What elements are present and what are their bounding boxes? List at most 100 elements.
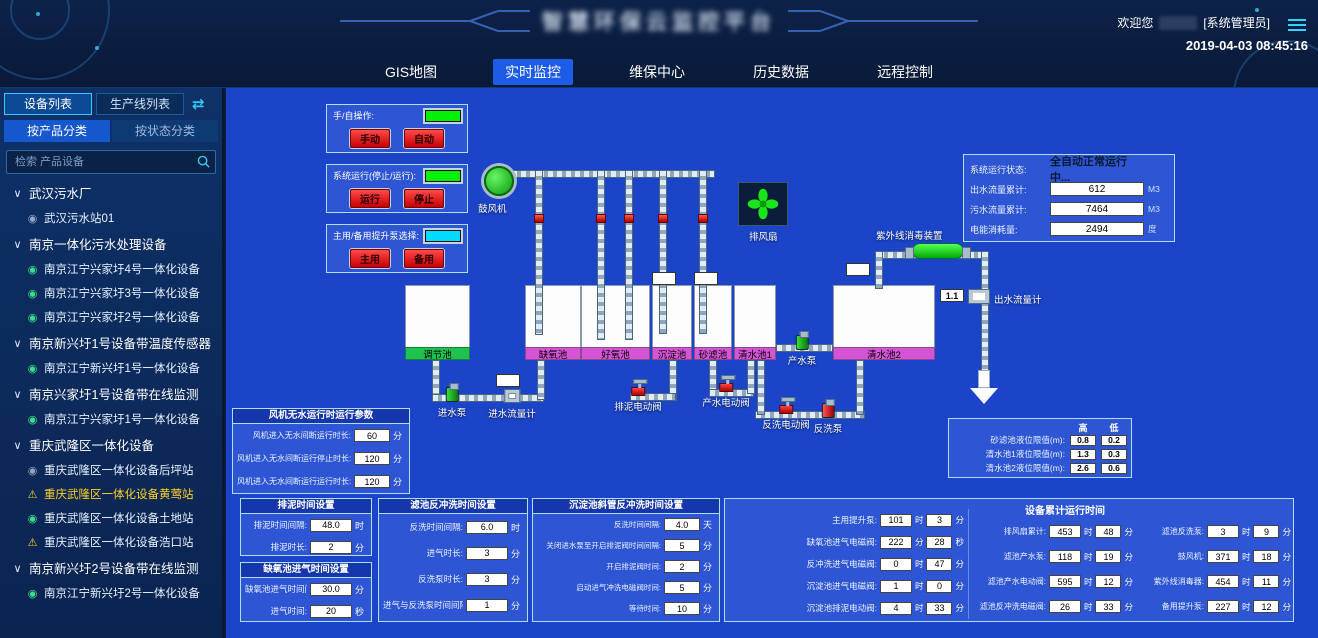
setting-input[interactable] bbox=[664, 602, 700, 615]
tree-item[interactable]: 南京新兴圩1号设备带温度传感器 bbox=[0, 329, 222, 356]
nav-item-label: 实时监控 bbox=[505, 64, 562, 80]
tree-item-icon bbox=[25, 212, 40, 225]
setting-input[interactable] bbox=[466, 572, 508, 586]
tree-item-icon bbox=[25, 287, 40, 300]
setting-unit: 分 bbox=[511, 600, 521, 611]
process-diagram: 调节池 缺氧池 好氧池 沉淀池 砂滤池 清水池1 清水池2 进水泵 进水流量计 bbox=[226, 88, 1318, 638]
setting-input[interactable] bbox=[310, 540, 352, 554]
tree-item[interactable]: 南京江宁兴家圩4号一体化设备 bbox=[0, 257, 222, 281]
tree-item[interactable]: 南京江宁新兴圩1号一体化设备 bbox=[0, 356, 222, 380]
equipment[interactable]: 进水泵 bbox=[438, 383, 466, 419]
equipment[interactable]: 排泥电动阀 bbox=[614, 379, 662, 413]
setting-label: 排泥时长: bbox=[270, 542, 307, 552]
setting-input[interactable] bbox=[310, 518, 352, 532]
level-high-value: 1.3 bbox=[1070, 448, 1096, 460]
setting-input[interactable] bbox=[664, 518, 700, 531]
setting-input[interactable] bbox=[466, 546, 508, 560]
tree-item[interactable]: 重庆武隆区一体化设备土地站 bbox=[0, 506, 222, 530]
level-low-value: 0.3 bbox=[1101, 448, 1127, 460]
nav-item[interactable]: 历史数据 bbox=[741, 59, 821, 85]
menu-icon[interactable] bbox=[1288, 16, 1306, 34]
auto-button[interactable]: 自动 bbox=[404, 129, 444, 148]
setting-input[interactable] bbox=[354, 452, 390, 465]
equipment[interactable]: 反洗电动阀 bbox=[762, 397, 810, 431]
tree-item[interactable]: 重庆武隆区一体化设备浩口站 bbox=[0, 530, 222, 554]
exhaust-fan-icon[interactable] bbox=[738, 182, 788, 226]
setting-unit: 分 bbox=[511, 574, 521, 585]
tree-item[interactable]: 南京新兴圩2号设备带在线监测 bbox=[0, 554, 222, 581]
search-icon[interactable] bbox=[197, 155, 210, 168]
backup-pump-button[interactable]: 备用 bbox=[404, 249, 444, 268]
equipment-icon bbox=[778, 397, 795, 414]
setting-row: 启动进气冲洗电磁阀时间: 分 bbox=[533, 577, 719, 598]
setting-input[interactable] bbox=[466, 520, 508, 534]
setting-input[interactable] bbox=[310, 604, 352, 618]
setting-input[interactable] bbox=[310, 582, 352, 596]
setting-input[interactable] bbox=[664, 539, 700, 552]
setting-input[interactable] bbox=[466, 598, 508, 612]
tree-item[interactable]: 南京江宁兴家圩2号一体化设备 bbox=[0, 305, 222, 329]
runtime-unit-2: 分 bbox=[1124, 526, 1133, 537]
tree-item[interactable]: 重庆武隆区一体化设备黄莺站 bbox=[0, 482, 222, 506]
stop-button[interactable]: 停止 bbox=[404, 189, 444, 208]
primary-pump-button[interactable]: 主用 bbox=[350, 249, 390, 268]
setting-input[interactable] bbox=[354, 475, 390, 488]
tree-item[interactable]: 南京一体化污水处理设备 bbox=[0, 230, 222, 257]
tab-device-list[interactable]: 设备列表 bbox=[4, 93, 92, 115]
setting-unit: 时 bbox=[511, 522, 521, 533]
nav-item[interactable]: GIS地图 bbox=[373, 59, 449, 85]
setting-input[interactable] bbox=[664, 581, 700, 594]
swap-icon[interactable]: ⇄ bbox=[192, 96, 205, 113]
equipment[interactable]: 产水泵 bbox=[788, 331, 816, 367]
setting-label: 关闭进水泵至开启排泥阀时间间隔: bbox=[546, 541, 661, 550]
tree-item[interactable]: 重庆武隆区一体化设备 bbox=[0, 431, 222, 458]
runtime-unit-1: 时 bbox=[1241, 551, 1251, 562]
runtime-value-1: 1 bbox=[879, 579, 912, 593]
runtime-label: 缺氧池进气电磁阀: bbox=[806, 537, 877, 547]
subtab-by-product[interactable]: 按产品分类 bbox=[4, 120, 110, 142]
setting-input[interactable] bbox=[354, 429, 390, 442]
tree-item[interactable]: 南京江宁新兴圩2号一体化设备 bbox=[0, 581, 222, 605]
setting-input[interactable] bbox=[664, 560, 700, 573]
equipment[interactable]: 产水电动阀 bbox=[702, 375, 750, 409]
tree-item-icon bbox=[25, 311, 40, 324]
nav-item[interactable]: 维保中心 bbox=[617, 59, 697, 85]
equipment[interactable]: 反洗泵 bbox=[814, 399, 842, 435]
runtime-value-1: 227 bbox=[1206, 600, 1239, 613]
runtime-value-2: 47 bbox=[926, 557, 953, 571]
tree-item[interactable]: 武汉污水站01 bbox=[0, 206, 222, 230]
nav-item[interactable]: 远程控制 bbox=[865, 59, 945, 85]
level-high-value: 0.8 bbox=[1070, 434, 1096, 446]
tab-production-line-list[interactable]: 生产线列表 bbox=[96, 93, 184, 115]
tree-item[interactable]: 武汉污水厂 bbox=[0, 179, 222, 206]
setting-row: 风机进入无水间断运行时长: 分 bbox=[233, 424, 409, 447]
tree-item-label: 南京江宁兴家圩3号一体化设备 bbox=[44, 288, 200, 300]
nav-item[interactable]: 实时监控 bbox=[493, 59, 574, 85]
title-area: 智慧环保云监控平台 bbox=[340, 6, 978, 36]
tree-item-icon bbox=[25, 512, 40, 525]
tree-item[interactable]: 重庆武隆区一体化设备后坪站 bbox=[0, 458, 222, 482]
setting-row: 反洗时间间隔: 天 bbox=[533, 514, 719, 535]
tree-item-label: 重庆武隆区一体化设备后坪站 bbox=[44, 465, 194, 477]
tree-item-icon bbox=[10, 438, 25, 452]
uv-device-icon[interactable] bbox=[905, 243, 971, 259]
level-limit-label: 清水池1液位限值(m): bbox=[985, 449, 1065, 459]
pipe-segment bbox=[747, 360, 755, 394]
tree-item[interactable]: 南京江宁兴家圩1号一体化设备 bbox=[0, 407, 222, 431]
panel-title: 沉淀池斜管反冲洗时间设置 bbox=[533, 499, 719, 514]
tree-item[interactable]: 南京兴家圩1号设备带在线监测 bbox=[0, 380, 222, 407]
blower-icon[interactable] bbox=[484, 166, 514, 196]
level-low-value: 0.2 bbox=[1101, 434, 1127, 446]
runtime-value-1: 371 bbox=[1206, 550, 1239, 563]
subtab-by-status[interactable]: 按状态分类 bbox=[112, 120, 218, 142]
search-input[interactable] bbox=[6, 150, 216, 174]
run-button[interactable]: 运行 bbox=[350, 189, 390, 208]
blower-label: 鼓风机 bbox=[478, 204, 507, 215]
manual-button[interactable]: 手动 bbox=[350, 129, 390, 148]
equipment[interactable]: 进水流量计 bbox=[488, 389, 536, 420]
tree-item[interactable]: 南京江宁兴家圩3号一体化设备 bbox=[0, 281, 222, 305]
runtime-unit-2: 分 bbox=[1282, 576, 1291, 587]
pump-select-label: 主用/备用提升泵选择: bbox=[333, 231, 420, 241]
setting-unit: 分 bbox=[393, 454, 403, 464]
panel-title: 缺氧池进气时间设置 bbox=[241, 563, 371, 578]
